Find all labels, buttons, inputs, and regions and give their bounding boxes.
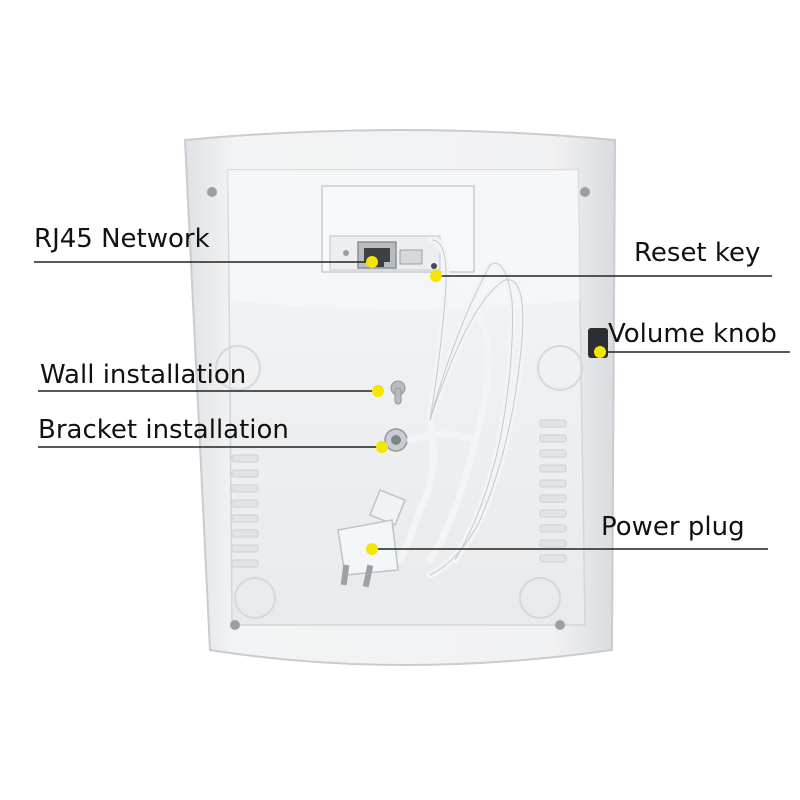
vent-slots-right xyxy=(539,419,567,563)
leader-lines xyxy=(34,261,790,550)
power-cable-outline xyxy=(429,239,524,576)
marker-wall xyxy=(372,385,384,397)
bracket-screw xyxy=(384,428,408,452)
label-rj45-network: RJ45 Network xyxy=(34,224,210,254)
marker-bracket xyxy=(376,441,388,453)
marker-power xyxy=(366,543,378,555)
label-power-plug: Power plug xyxy=(601,512,745,542)
wall-keyhole xyxy=(390,380,406,405)
port-recess xyxy=(321,185,475,273)
label-volume-knob: Volume knob xyxy=(608,319,777,349)
marker-volume xyxy=(594,346,606,358)
label-wall-installation: Wall installation xyxy=(40,360,247,390)
label-reset-key: Reset key xyxy=(634,238,761,268)
label-bracket-installation: Bracket installation xyxy=(38,415,289,445)
vent-slots-left xyxy=(231,454,259,568)
callout-markers xyxy=(366,256,606,555)
marker-rj45 xyxy=(366,256,378,268)
marker-reset xyxy=(430,270,442,282)
reset-key xyxy=(399,249,437,269)
